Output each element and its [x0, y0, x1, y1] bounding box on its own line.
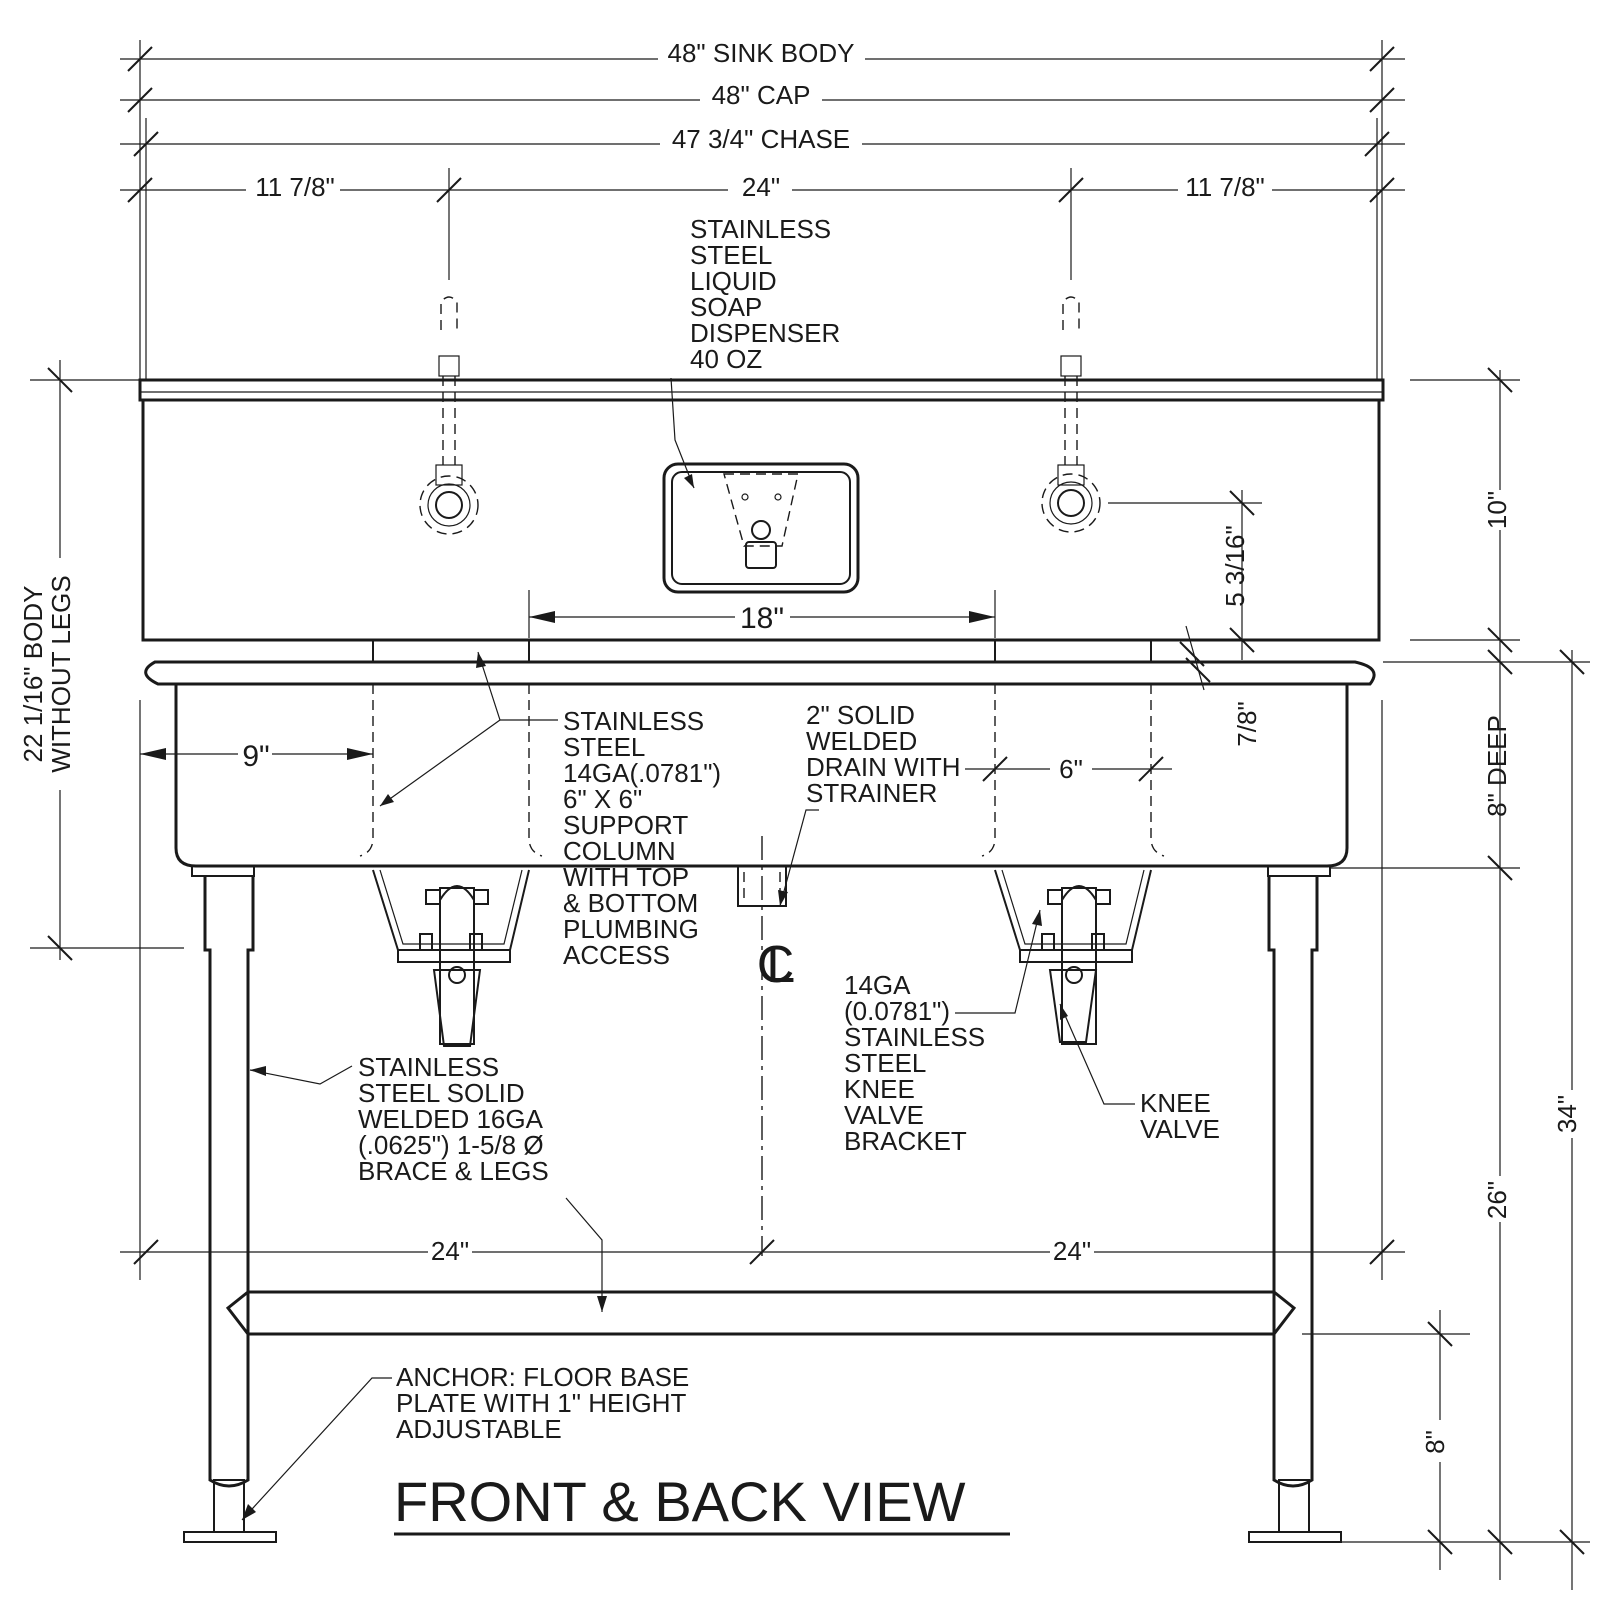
svg-text:STAINLESS: STAINLESS: [844, 1022, 985, 1052]
svg-text:8" DEEP: 8" DEEP: [1482, 715, 1512, 817]
svg-text:22 1/16" BODY: 22 1/16" BODY: [18, 586, 48, 763]
dispenser-gap-dimension: 18": [528, 590, 996, 638]
svg-text:SUPPORT: SUPPORT: [563, 810, 688, 840]
bowl-offset-dimension: 9": [140, 740, 373, 773]
right-offset-dimension: 11 7/8": [1185, 172, 1265, 202]
svg-text:40 OZ: 40 OZ: [690, 344, 762, 374]
svg-text:ADJUSTABLE: ADJUSTABLE: [396, 1414, 562, 1444]
support-column-label: STAINLESS STEEL 14GA(.0781") 6" X 6" SUP…: [379, 651, 721, 970]
left-leg: [183, 865, 277, 1543]
sink-body-dimension: 48" SINK BODY: [668, 38, 855, 68]
svg-text:LIQUID: LIQUID: [690, 266, 777, 296]
svg-text:WELDED: WELDED: [806, 726, 917, 756]
svg-text:PLUMBING: PLUMBING: [563, 914, 699, 944]
left-faucet: [419, 296, 479, 535]
svg-text:STAINLESS: STAINLESS: [563, 706, 704, 736]
cap-dimension: 48" CAP: [712, 80, 811, 110]
top-dimensions: 48" SINK BODY 48" CAP 47 3/4" CHASE 11 7…: [120, 38, 1405, 380]
svg-text:SOAP: SOAP: [690, 292, 762, 322]
drawing-title: FRONT & BACK VIEW: [394, 1470, 1010, 1536]
lower-brace: [225, 1290, 1297, 1336]
svg-text:STAINLESS: STAINLESS: [358, 1052, 499, 1082]
svg-text:18": 18": [740, 602, 784, 635]
svg-text:2" SOLID: 2" SOLID: [806, 700, 915, 730]
svg-text:& BOTTOM: & BOTTOM: [563, 888, 698, 918]
svg-text:5 3/16": 5 3/16": [1220, 525, 1250, 607]
left-knee-valve-bracket: [372, 869, 530, 1047]
svg-text:(.0625") 1-5/8 Ø: (.0625") 1-5/8 Ø: [358, 1130, 544, 1160]
centerline: CL: [757, 836, 822, 1256]
drain-label: 2" SOLID WELDED DRAIN WITH STRAINER: [778, 700, 961, 907]
right-faucet: [1041, 296, 1101, 533]
svg-text:(0.0781"): (0.0781"): [844, 996, 950, 1026]
svg-text:KNEE: KNEE: [1140, 1088, 1211, 1118]
svg-text:24": 24": [431, 1236, 469, 1266]
svg-text:VALVE: VALVE: [1140, 1114, 1220, 1144]
svg-text:ANCHOR: FLOOR BASE: ANCHOR: FLOOR BASE: [396, 1362, 689, 1392]
chase-dimension: 47 3/4" CHASE: [672, 124, 850, 154]
svg-text:PLATE WITH 1" HEIGHT: PLATE WITH 1" HEIGHT: [396, 1388, 687, 1418]
svg-text:STEEL: STEEL: [690, 240, 772, 270]
right-vertical-dimensions: 10" 8" DEEP 5 3/16" 7/8" 34" 26" 8": [1108, 367, 1590, 1590]
svg-text:BRACKET: BRACKET: [844, 1126, 967, 1156]
body-height-dimension: 22 1/16" BODY WITHOUT LEGS: [18, 360, 184, 961]
knee-valve-bracket-label: 14GA (0.0781") STAINLESS STEEL KNEE VALV…: [844, 909, 1042, 1156]
svg-text:STAINLESS: STAINLESS: [690, 214, 831, 244]
svg-text:26": 26": [1482, 1181, 1512, 1219]
svg-text:DRAIN WITH: DRAIN WITH: [806, 752, 961, 782]
svg-text:ACCESS: ACCESS: [563, 940, 670, 970]
svg-text:WITHOUT LEGS: WITHOUT LEGS: [46, 575, 76, 772]
faucet-spacing-dimension: 24": [742, 172, 780, 202]
svg-text:14GA: 14GA: [844, 970, 911, 1000]
svg-text:STRAINER: STRAINER: [806, 778, 937, 808]
right-leg: [1248, 865, 1342, 1543]
svg-text:FRONT & BACK VIEW: FRONT & BACK VIEW: [394, 1470, 966, 1533]
knee-valve-label: KNEE VALVE: [1059, 1003, 1220, 1144]
svg-text:24": 24": [1053, 1236, 1091, 1266]
right-knee-valve-bracket: [994, 869, 1152, 1045]
svg-text:STEEL: STEEL: [844, 1048, 926, 1078]
svg-text:WELDED 16GA: WELDED 16GA: [358, 1104, 544, 1134]
svg-text:STEEL: STEEL: [563, 732, 645, 762]
soap-dispenser-label: STAINLESS STEEL LIQUID SOAP DISPENSER 40…: [670, 214, 840, 489]
soap-dispenser: [662, 462, 860, 594]
svg-text:10": 10": [1482, 491, 1512, 529]
svg-text:KNEE: KNEE: [844, 1074, 915, 1104]
svg-text:6": 6": [1059, 754, 1083, 784]
anchor-label: ANCHOR: FLOOR BASE PLATE WITH 1" HEIGHT …: [241, 1362, 689, 1521]
column-width-dimension: 6": [965, 754, 1172, 784]
svg-text:VALVE: VALVE: [844, 1100, 924, 1130]
svg-text:8": 8": [1420, 1430, 1450, 1454]
left-offset-dimension: 11 7/8": [255, 172, 335, 202]
svg-text:CL: CL: [757, 936, 795, 994]
svg-text:14GA(.0781"): 14GA(.0781"): [563, 758, 721, 788]
svg-text:34": 34": [1552, 1095, 1582, 1133]
backsplash-chase: [138, 378, 1385, 662]
svg-text:STEEL SOLID: STEEL SOLID: [358, 1078, 525, 1108]
svg-text:BRACE & LEGS: BRACE & LEGS: [358, 1156, 549, 1186]
svg-text:9": 9": [242, 740, 269, 773]
leg-span-dimensions: 24" 24": [120, 700, 1405, 1280]
svg-text:COLUMN: COLUMN: [563, 836, 676, 866]
svg-text:7/8": 7/8": [1232, 701, 1262, 746]
sink-rim: [144, 660, 1376, 686]
legs-label: STAINLESS STEEL SOLID WELDED 16GA (.0625…: [249, 1052, 607, 1312]
svg-text:6" X 6": 6" X 6": [563, 784, 642, 814]
svg-text:WITH TOP: WITH TOP: [563, 862, 689, 892]
svg-text:DISPENSER: DISPENSER: [690, 318, 840, 348]
